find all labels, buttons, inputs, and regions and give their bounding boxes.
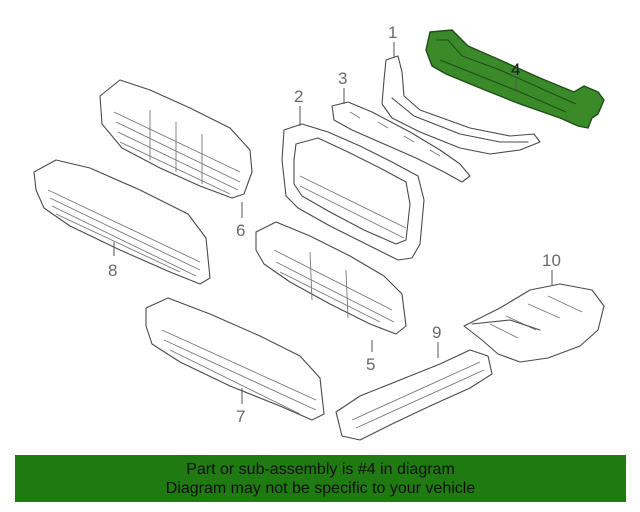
banner-line-part: Part or sub-assembly is #4 in diagram: [186, 460, 455, 478]
part-5-lower-housing[interactable]: [255, 221, 407, 335]
callout-1: 1: [388, 23, 397, 42]
parts-diagram: 1 2 3 4 5 6 7 8 9 10: [33, 23, 605, 441]
callout-6: 6: [236, 221, 245, 240]
callout-7: 7: [236, 407, 245, 426]
part-6-upper-shutter[interactable]: [99, 79, 253, 199]
callout-3: 3: [338, 69, 347, 88]
part-3-bracket[interactable]: [331, 101, 471, 183]
callout-10: 10: [542, 251, 561, 270]
part-info-banner: Part or sub-assembly is #4 in diagram Di…: [15, 455, 626, 502]
callout-leaders: [113, 42, 553, 404]
part-8-shutter-assembly[interactable]: [33, 159, 211, 285]
part-10-underbody-shield[interactable]: [463, 283, 605, 363]
part-1-deflector[interactable]: [381, 55, 541, 155]
callout-4: 4: [511, 60, 520, 79]
part-7-lower-duct[interactable]: [145, 297, 325, 421]
part-4-bumper-reinforcement[interactable]: [425, 29, 605, 129]
callout-5: 5: [366, 355, 375, 374]
banner-line-disclaimer: Diagram may not be specific to your vehi…: [165, 479, 476, 497]
part-9-splash-shield[interactable]: [335, 349, 493, 441]
callout-8: 8: [108, 261, 117, 280]
part-2-frame[interactable]: [281, 123, 425, 261]
callout-2: 2: [294, 87, 303, 106]
callout-9: 9: [432, 323, 441, 342]
callout-numbers: 1 2 3 4 5 6 7 8 9 10: [108, 23, 561, 426]
